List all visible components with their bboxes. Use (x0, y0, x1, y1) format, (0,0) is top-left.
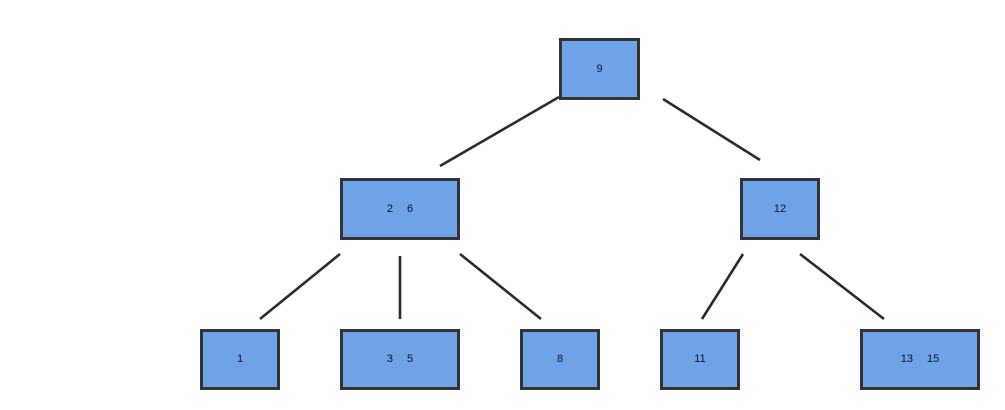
node-leaf-1[interactable]: 1 (200, 329, 280, 390)
node-leaf-8[interactable]: 8 (520, 329, 600, 390)
edge-12-to-13-15 (799, 252, 885, 321)
node-leaf-11[interactable]: 11 (660, 329, 740, 390)
node-key: 12 (773, 202, 787, 215)
edge-12-to-11 (700, 253, 745, 320)
edge-2-6-to-1 (259, 252, 341, 321)
node-key: 8 (556, 353, 564, 365)
node-key: 2 (386, 202, 393, 215)
edge-root-to-2-6 (439, 95, 560, 168)
node-key: 5 (407, 353, 414, 365)
node-key: 13 (900, 353, 913, 365)
node-key: 11 (694, 353, 706, 365)
node-keys: 8 (557, 354, 563, 365)
edge-2-6-to-8 (459, 252, 542, 321)
node-keys: 12 (773, 202, 787, 215)
edge-root-to-12 (662, 97, 761, 162)
node-keys: 11 (694, 354, 705, 365)
node-keys: 1 (237, 354, 243, 365)
node-key: 15 (927, 353, 940, 365)
node-leaf-13-15[interactable]: 13 15 (860, 329, 980, 390)
node-key: 1 (236, 353, 244, 365)
node-internal-12[interactable]: 12 (740, 178, 820, 240)
node-root-9[interactable]: 9 (559, 38, 640, 100)
node-keys: 9 (596, 62, 603, 75)
node-key: 9 (596, 62, 603, 75)
node-key: 6 (407, 202, 414, 215)
node-keys: 13 15 (901, 354, 940, 365)
node-key: 3 (386, 353, 393, 365)
